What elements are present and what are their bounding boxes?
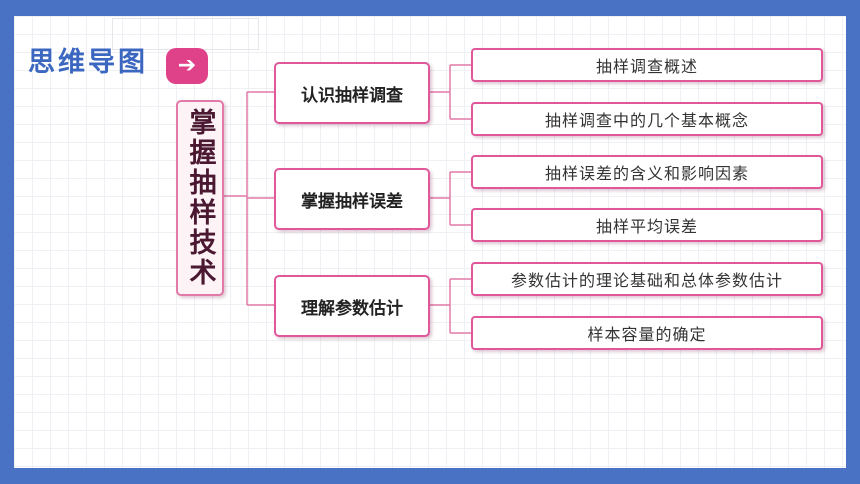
root-label: 掌握抽样技术	[184, 108, 216, 288]
leaf-node-3-1: 参数估计的理论基础和总体参数估计	[471, 262, 823, 296]
branch-node-3: 理解参数估计	[274, 275, 430, 337]
leaf-node-2-2: 抽样平均误差	[471, 208, 823, 242]
branch-node-1: 认识抽样调查	[274, 62, 430, 124]
arrow-right-icon: ➔	[166, 48, 208, 84]
leaf-node-1-2: 抽样调查中的几个基本概念	[471, 102, 823, 136]
leaf-node-3-2: 样本容量的确定	[471, 316, 823, 350]
page-title: 思维导图	[28, 47, 148, 78]
branch-node-2: 掌握抽样误差	[274, 168, 430, 230]
mindmap-root-node: 掌握抽样技术	[176, 100, 224, 296]
leaf-node-2-1: 抽样误差的含义和影响因素	[471, 155, 823, 189]
leaf-node-1-1: 抽样调查概述	[471, 48, 823, 82]
